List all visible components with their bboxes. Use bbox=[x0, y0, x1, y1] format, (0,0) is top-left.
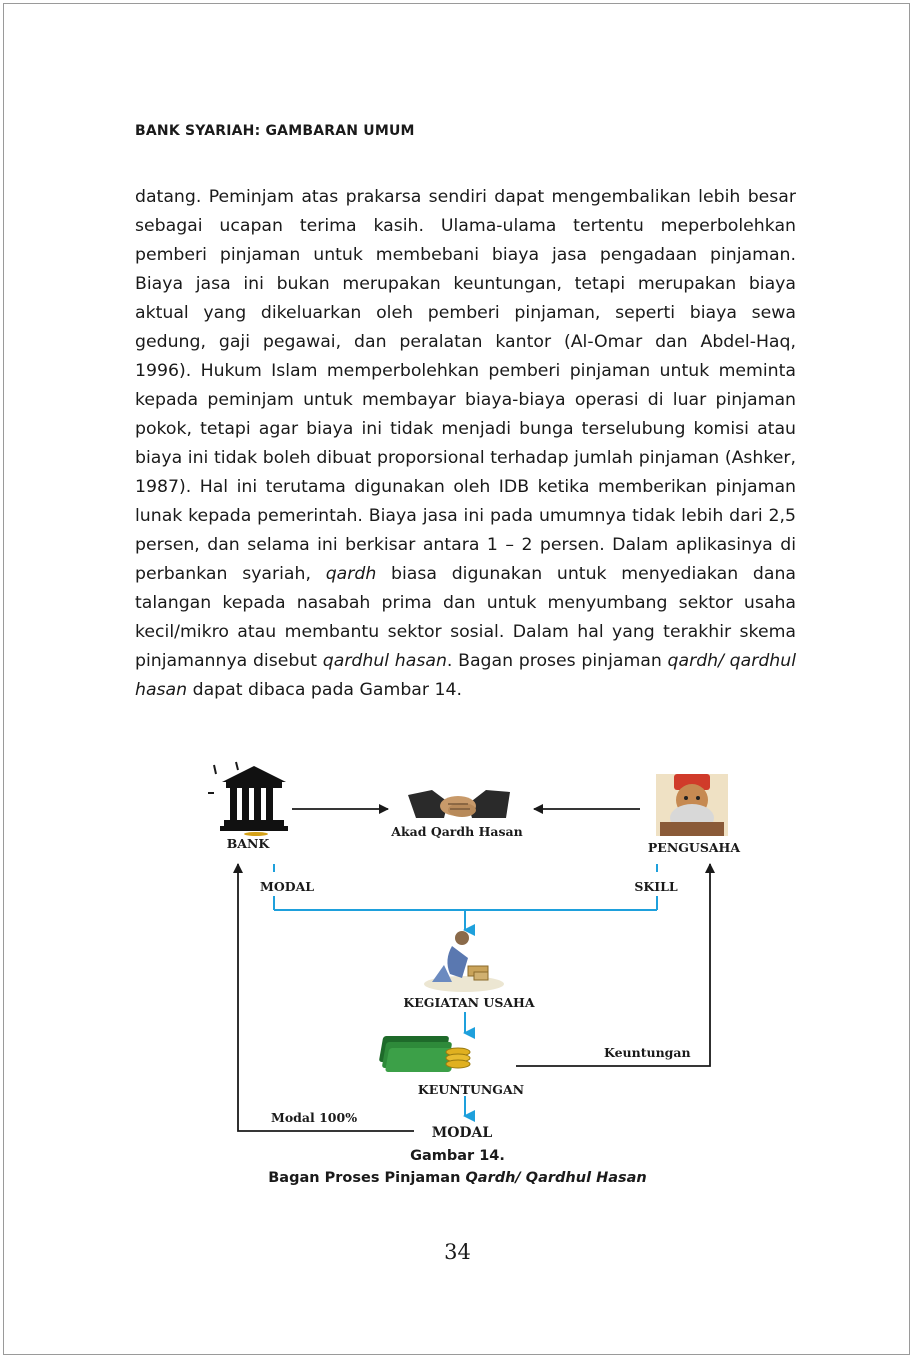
modal-100-label: Modal 100% bbox=[271, 1110, 357, 1125]
paragraph: datang. Peminjam atas prakarsa sendiri d… bbox=[135, 183, 796, 705]
skill-label: SKILL bbox=[634, 879, 678, 894]
text-run: biasa digunakan untuk menyediakan dana t… bbox=[135, 564, 796, 671]
akad-label: Akad Qardh Hasan bbox=[390, 824, 522, 839]
pengusaha-label: PENGUSAHA bbox=[648, 840, 740, 855]
keuntungan-label: KEUNTUNGAN bbox=[418, 1082, 524, 1097]
caption-italic-text: Qardh/ Qardhul Hasan bbox=[465, 1170, 647, 1186]
text-run: . Bagan proses pinjaman bbox=[446, 651, 662, 671]
capital-return-line bbox=[233, 863, 414, 1132]
modal-label: MODAL bbox=[260, 879, 314, 894]
handshake-icon bbox=[408, 790, 510, 818]
figure-caption: Bagan Proses Pinjaman Qardh/ Qardhul Has… bbox=[0, 1170, 915, 1186]
money-icon bbox=[379, 1036, 471, 1072]
body-paragraph: datang. Peminjam atas prakarsa sendiri d… bbox=[135, 183, 796, 705]
italic-term-qardh-qardhul-hasan: qardh/ qardhul hasan bbox=[135, 651, 796, 700]
modal-bottom-label: MODAL bbox=[432, 1125, 493, 1140]
page-number: 34 bbox=[444, 1240, 471, 1264]
caption-text: Bagan Proses Pinjaman bbox=[268, 1170, 461, 1186]
worker-icon bbox=[424, 931, 504, 992]
blue-flow-lines bbox=[273, 864, 658, 1122]
italic-term-qardhul-hasan: qardhul hasan bbox=[322, 651, 447, 671]
profit-return-line bbox=[516, 863, 715, 1067]
bank-label: BANK bbox=[227, 836, 271, 851]
entrepreneur-icon bbox=[656, 774, 728, 836]
kegiatan-usaha-label: KEGIATAN USAHA bbox=[403, 995, 534, 1010]
text-run: dapat dibaca pada Gambar 14. bbox=[192, 680, 462, 700]
page-border bbox=[3, 3, 910, 1355]
running-head: BANK SYARIAH: GAMBARAN UMUM bbox=[135, 123, 415, 139]
keuntungan-arrow-label: Keuntungan bbox=[604, 1045, 691, 1060]
italic-term-qardh: qardh bbox=[325, 564, 377, 584]
qardh-process-diagram: BANK Akad Qardh Hasan PENGUSAHA MODAL SK… bbox=[208, 761, 740, 1140]
bank-icon bbox=[208, 761, 288, 836]
figure-number: Gambar 14. bbox=[410, 1148, 505, 1164]
text-run: datang. Peminjam atas prakarsa sendiri d… bbox=[135, 187, 796, 584]
